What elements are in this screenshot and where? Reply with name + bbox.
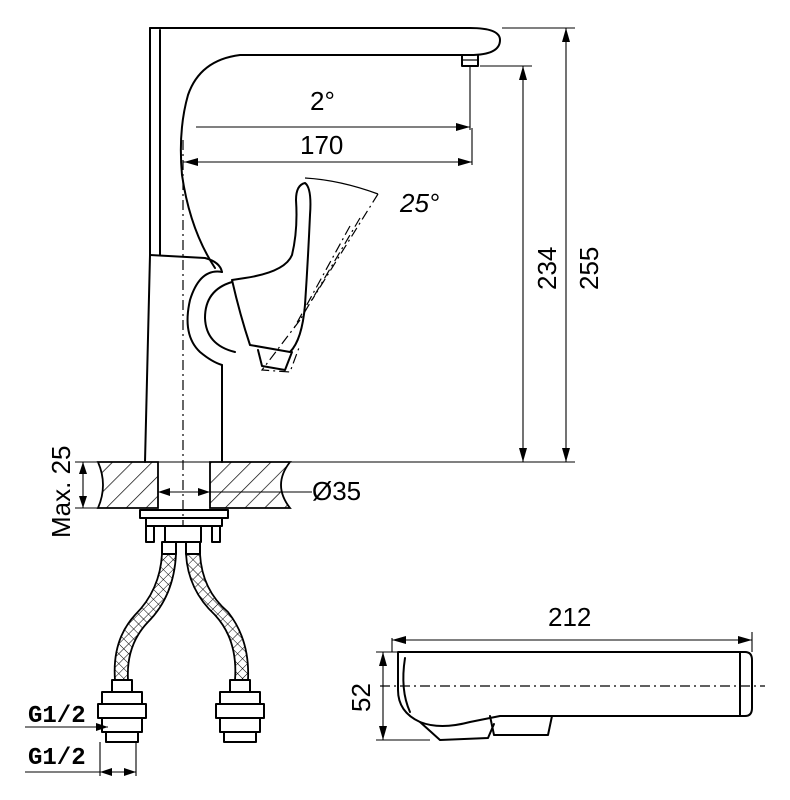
thread-label-2: G1/2	[28, 745, 86, 772]
mounting-hardware	[139, 509, 229, 555]
angle-25-label: 25°	[399, 188, 439, 218]
supply-hoses	[113, 553, 250, 681]
height-255-dimension: 255	[502, 27, 604, 462]
lever-handle	[231, 177, 379, 373]
side-view: 2° 170 25° 234 255	[25, 27, 604, 776]
plan-length-label: 212	[548, 602, 591, 632]
max-thickness-label: Max. 25	[46, 446, 76, 539]
thread-label-1: G1/2	[28, 703, 86, 730]
plan-width-label: 52	[346, 683, 376, 712]
angle-2-dimension: 2°	[196, 66, 471, 131]
angle-2-label: 2°	[310, 86, 335, 116]
faucet-body	[144, 254, 236, 463]
plan-length-dimension: 212	[391, 602, 753, 652]
height-234-dimension: 234	[480, 65, 562, 462]
hose-fittings	[97, 679, 265, 743]
reach-dimension: 170	[183, 128, 473, 166]
plan-view: 212 52	[346, 602, 765, 741]
thread-labels: G1/2 G1/2	[25, 703, 137, 776]
hole-diameter-label: Ø35	[312, 476, 361, 506]
hole-diameter-dimension: Ø35	[158, 476, 361, 506]
max-thickness-dimension: Max. 25	[46, 446, 87, 539]
plan-width-dimension: 52	[346, 651, 430, 741]
spout	[149, 27, 501, 269]
height-234-label: 234	[532, 247, 562, 290]
height-255-label: 255	[574, 247, 604, 290]
reach-label: 170	[300, 130, 343, 160]
worktop-section	[75, 461, 292, 509]
